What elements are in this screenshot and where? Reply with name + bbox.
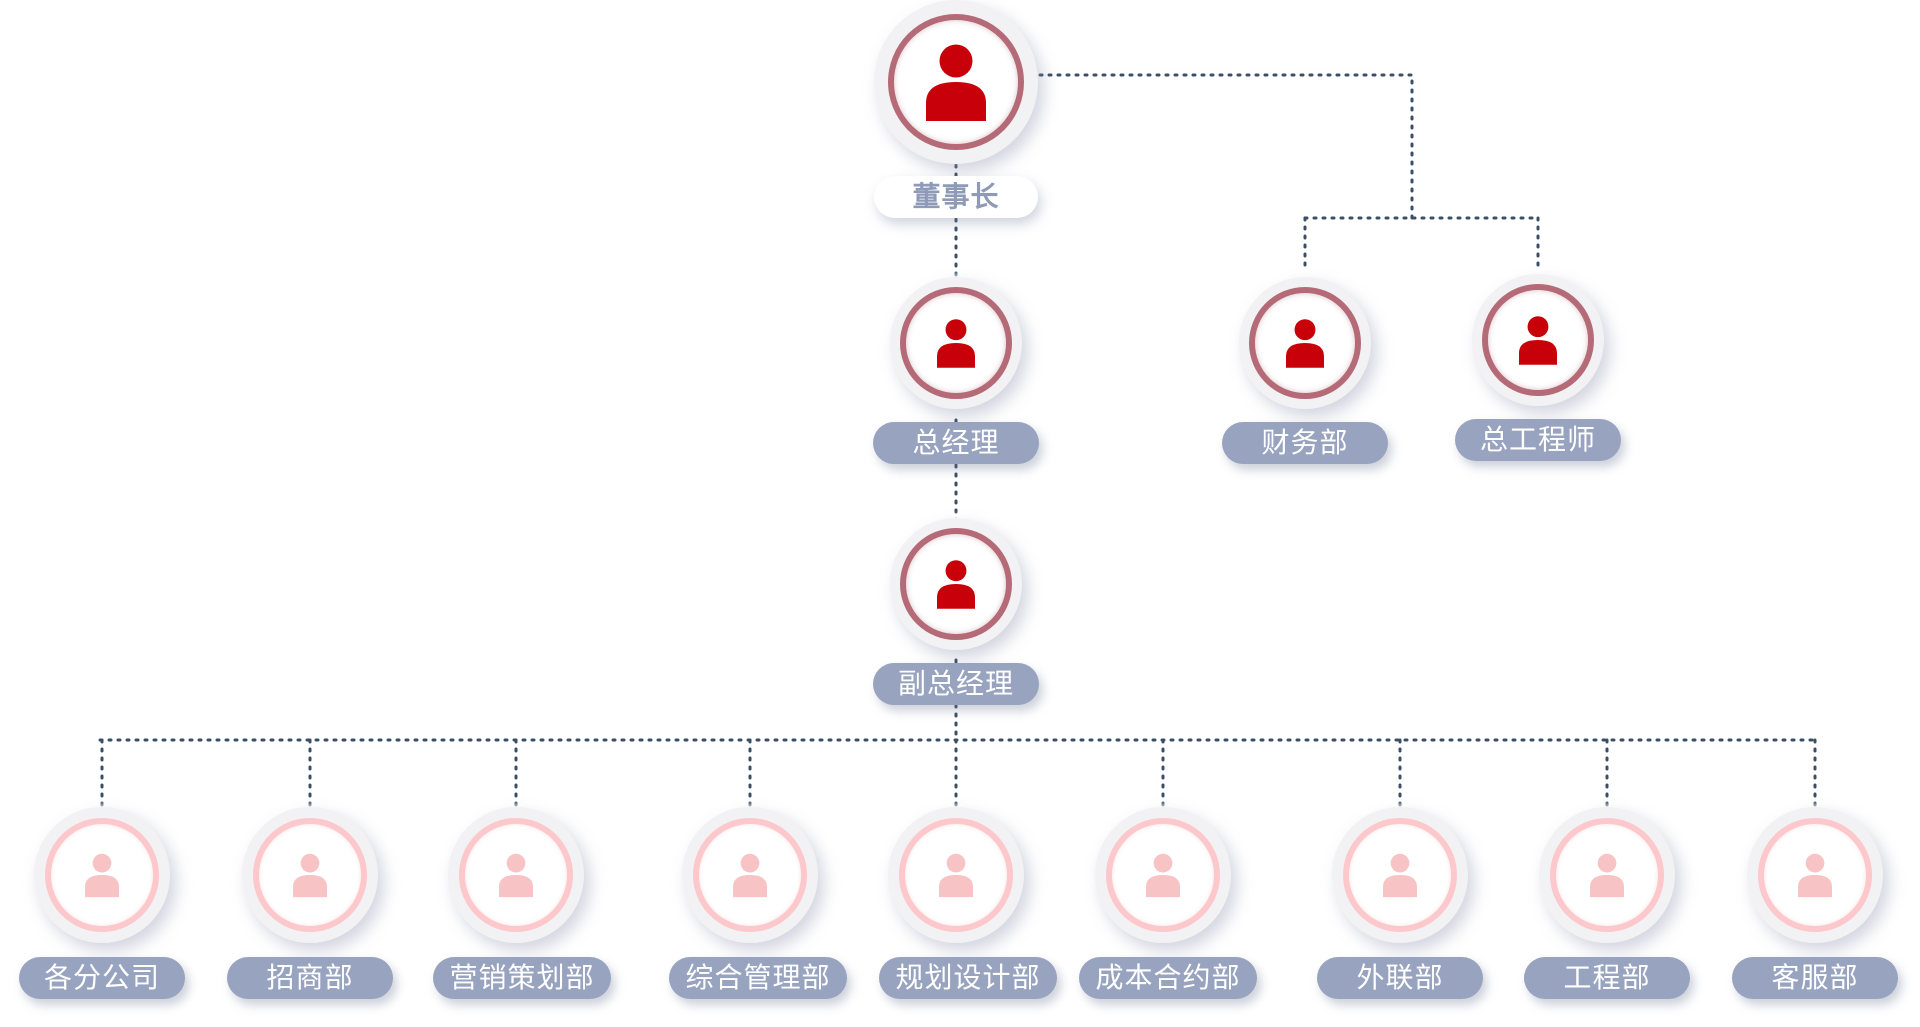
department-avatar-1 — [34, 807, 170, 943]
department-label-2: 招商部 — [227, 957, 393, 999]
person-icon — [1798, 852, 1832, 898]
person-icon — [926, 42, 986, 122]
finance-label: 财务部 — [1222, 422, 1388, 464]
connector-chairman-to-right — [1038, 73, 1414, 220]
general-manager-label: 总经理 — [873, 422, 1039, 464]
department-avatar-6 — [1095, 807, 1231, 943]
chief-engineer-label: 总工程师 — [1455, 419, 1621, 461]
department-label-7: 外联部 — [1317, 957, 1483, 999]
deputy-general-manager-label: 副总经理 — [873, 663, 1039, 705]
department-avatar-4 — [682, 807, 818, 943]
person-icon — [1286, 318, 1324, 368]
chairman-avatar — [874, 0, 1038, 164]
department-avatar-7 — [1332, 807, 1468, 943]
deputy-general-manager-avatar — [890, 518, 1022, 650]
department-avatar-3 — [448, 807, 584, 943]
general-manager-avatar — [890, 277, 1022, 409]
department-label-9: 客服部 — [1732, 957, 1898, 999]
person-icon — [1519, 315, 1557, 365]
person-icon — [937, 318, 975, 368]
person-icon — [937, 559, 975, 609]
department-avatar-9 — [1747, 807, 1883, 943]
department-label-6: 成本合约部 — [1079, 957, 1257, 999]
person-icon — [1590, 852, 1624, 898]
department-label-5: 规划设计部 — [879, 957, 1057, 999]
finance-avatar — [1239, 277, 1371, 409]
person-icon — [1383, 852, 1417, 898]
department-label-8: 工程部 — [1524, 957, 1690, 999]
department-label-1: 各分公司 — [19, 957, 185, 999]
person-icon — [85, 852, 119, 898]
department-avatar-8 — [1539, 807, 1675, 943]
person-icon — [939, 852, 973, 898]
chief-engineer-avatar — [1472, 274, 1604, 406]
person-icon — [293, 852, 327, 898]
department-label-4: 综合管理部 — [669, 957, 847, 999]
person-icon — [499, 852, 533, 898]
person-icon — [733, 852, 767, 898]
person-icon — [1146, 852, 1180, 898]
department-label-3: 营销策划部 — [433, 957, 611, 999]
chairman-label: 董事长 — [874, 176, 1038, 218]
department-avatar-2 — [242, 807, 378, 943]
department-avatar-5 — [888, 807, 1024, 943]
